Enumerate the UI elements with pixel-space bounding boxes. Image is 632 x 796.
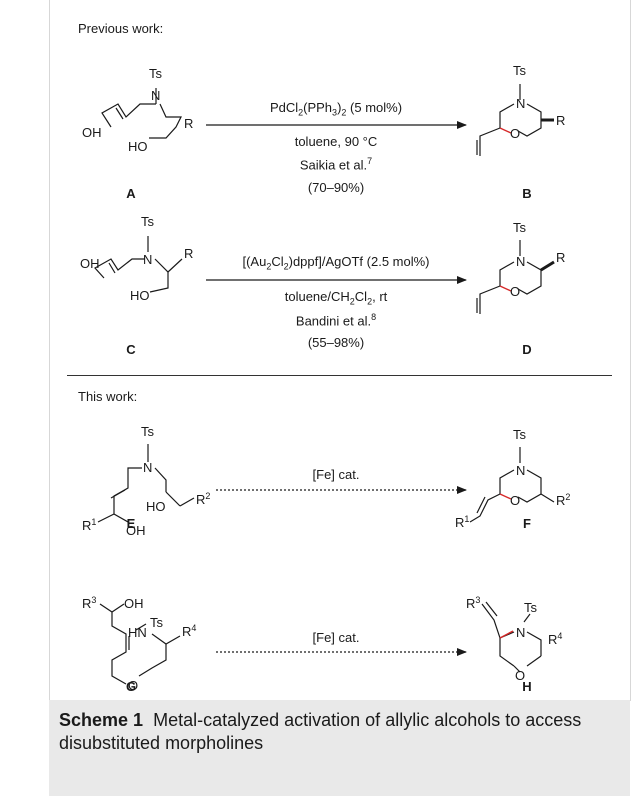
atom-r4: R4 [548,631,562,647]
atom-ts: Ts [150,615,164,630]
atom-oh: OH [82,125,102,140]
compound-label-d: D [522,342,532,357]
compound-b [476,84,554,156]
compound-e [97,444,195,523]
atom-hn: HN [128,625,147,640]
compound-label-g: G [125,679,137,694]
caption-bar [49,700,630,796]
scheme-caption: Scheme 1 Metal-catalyzed activation of a… [59,709,619,755]
atom-n: N [516,254,525,269]
compound-label-e: E [126,516,136,531]
atom-r: R [184,116,193,131]
reaction-2-yield: (55–98%) [307,335,365,350]
reaction-1-catalyst: PdCl2(PPh3)2 (5 mol%) [269,100,403,118]
atom-ho: HO [128,139,148,154]
atom-r1: R1 [82,517,96,533]
compound-g [99,603,181,685]
reaction-2-reference: Bandini et al.8 [295,312,377,329]
compound-label-h: H [522,679,532,694]
atom-ts: Ts [141,214,155,229]
compound-label-a: A [126,186,136,201]
atom-o: O [128,678,138,693]
atom-r1: R1 [455,514,469,530]
this-work-label: This work: [78,389,138,404]
scheme-panel [49,0,631,701]
highlight-bond-d [499,285,512,292]
compound-d [476,240,555,314]
atom-o: O [510,126,520,141]
atom-r: R [556,250,565,265]
previous-work-label: Previous work: [78,21,164,36]
reaction-1-solvent: toluene, 90 °C [294,134,378,149]
reaction-1-yield: (70–90%) [307,180,365,195]
atom-n: N [151,88,160,103]
atom-o: O [510,284,520,299]
section-divider [67,375,612,376]
atom-ts: Ts [149,66,163,81]
chemical-structures: Ts N OH R HO Ts N O R Ts N OH R HO Ts N … [80,63,570,693]
highlight-bond-f [499,493,512,500]
highlight-bond-b [499,127,512,134]
atom-r: R [556,113,565,128]
reaction-2-catalyst: [(Au2Cl2)dppf]/AgOTf (2.5 mol%) [242,254,430,272]
atom-ts: Ts [513,63,527,78]
atom-ts: Ts [513,427,527,442]
atom-oh: OH [124,596,144,611]
compound-f [469,447,555,523]
atom-r3: R3 [82,595,96,611]
compound-c [94,236,183,293]
compound-label-f: F [523,516,531,531]
highlight-bond-h [499,630,514,639]
atom-r3: R3 [466,595,480,611]
atom-r4: R4 [182,623,196,639]
atom-n: N [143,460,152,475]
compound-label-b: B [522,186,532,201]
reaction-1-reference: Saikia et al.7 [299,156,373,173]
atom-n: N [516,625,525,640]
atom-n: N [516,96,525,111]
atom-r2: R2 [556,492,570,508]
caption-text: Metal-catalyzed activation of allylic al… [59,710,582,753]
atom-ts: Ts [524,600,538,615]
atom-n: N [143,252,152,267]
atom-oh: OH [126,523,146,538]
atom-ho: HO [146,499,166,514]
atom-ts: Ts [141,424,155,439]
atom-ho: HO [130,288,150,303]
atom-o: O [515,668,525,683]
compound-a [101,88,182,139]
atom-ts: Ts [513,220,527,235]
compound-label-c: C [126,342,136,357]
atom-r2: R2 [196,491,210,507]
atom-r: R [184,246,193,261]
atom-oh: OH [80,256,100,271]
reaction-2-solvent: toluene/CH2Cl2, rt [284,289,388,307]
caption-label: Scheme 1 [59,710,144,730]
atom-n: N [516,463,525,478]
reaction-3-catalyst: [Fe] cat. [312,467,360,482]
atom-o: O [510,493,520,508]
reaction-4-catalyst: [Fe] cat. [312,630,360,645]
